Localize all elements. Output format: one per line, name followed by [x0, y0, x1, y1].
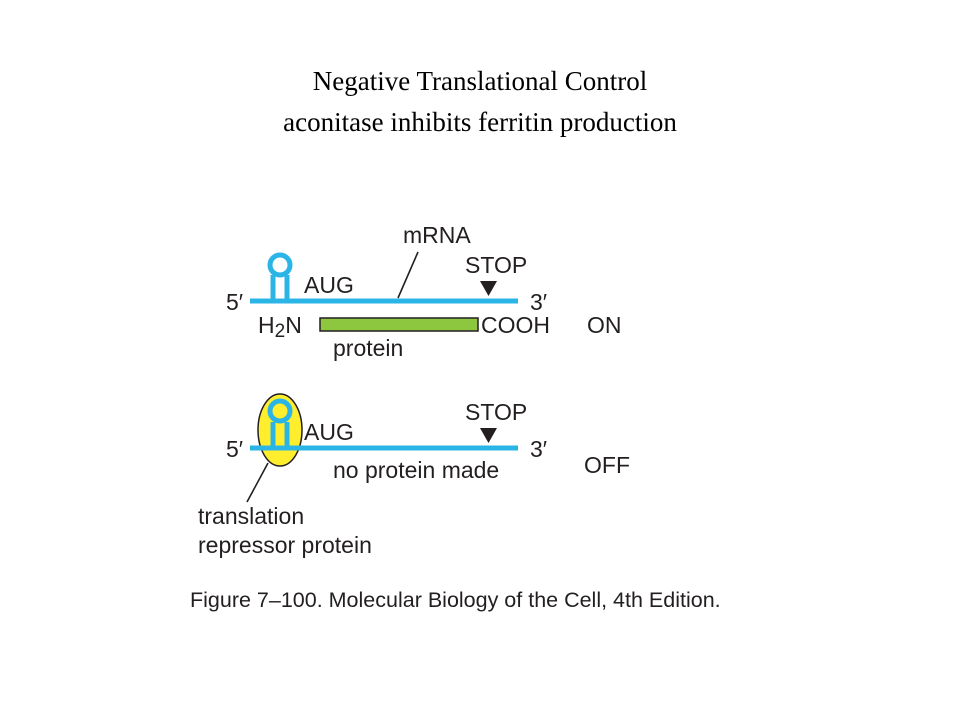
off-stem-loop-head — [267, 398, 293, 424]
on-five-prime: 5′ — [226, 289, 243, 315]
no-protein-label: no protein made — [333, 457, 499, 483]
slide-title: Negative Translational Control — [312, 66, 648, 96]
off-stem-loop — [270, 422, 290, 448]
on-mrna-label: mRNA — [403, 222, 471, 248]
off-state-label: OFF — [584, 452, 630, 478]
translation-repressor-oval — [257, 393, 303, 467]
off-three-prime: 3′ — [530, 436, 547, 462]
off-stop-codon: STOP — [465, 399, 527, 425]
on-start-codon: AUG — [304, 272, 354, 298]
on-mrna-pointer — [397, 251, 419, 299]
repressor-label-line-1: translation — [198, 503, 304, 529]
off-stop-marker-icon — [480, 428, 497, 443]
on-panel: mRNA AUG STOP 5′ 3′ H2N COOH protein ON — [226, 222, 622, 361]
repressor-pointer — [246, 462, 269, 503]
on-protein-label: protein — [333, 335, 403, 361]
off-five-prime: 5′ — [226, 436, 243, 462]
off-panel: AUG STOP 5′ 3′ no protein made OFF trans… — [198, 393, 630, 558]
on-stem-loop-head — [267, 252, 293, 278]
on-three-prime: 3′ — [530, 289, 547, 315]
on-c-terminus: COOH — [481, 312, 550, 338]
on-protein-bar — [319, 317, 479, 332]
on-n-terminus-n: N — [285, 312, 302, 338]
figure-caption: Figure 7–100. Molecular Biology of the C… — [190, 588, 721, 612]
on-state-label: ON — [587, 312, 622, 338]
on-stop-marker-icon — [480, 281, 497, 296]
on-n-terminus-sub: 2 — [275, 321, 286, 342]
on-stop-codon: STOP — [465, 252, 527, 278]
on-n-terminus: H2N — [258, 312, 302, 342]
repressor-label-line-2: repressor protein — [198, 532, 372, 558]
slide-subtitle: aconitase inhibits ferritin production — [283, 107, 677, 137]
on-stem-loop — [270, 275, 290, 301]
off-start-codon: AUG — [304, 419, 354, 445]
on-n-terminus-h: H — [258, 312, 275, 338]
